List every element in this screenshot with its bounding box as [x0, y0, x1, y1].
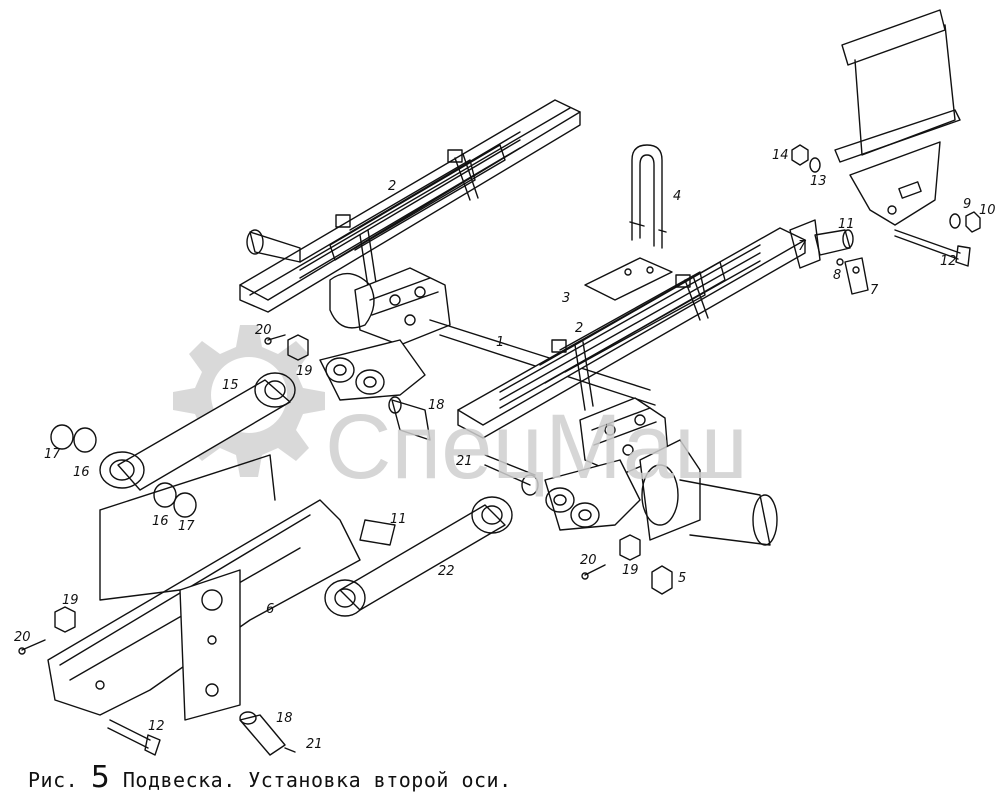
callout-19-right: 19: [622, 563, 639, 578]
callout-11-upper: 11: [838, 217, 855, 232]
leaf-spring-right: [457, 219, 821, 439]
watermark-text: СпецМаш: [325, 396, 748, 498]
callout-20-upper: 20: [255, 323, 272, 338]
callout-10: 10: [979, 203, 996, 218]
callout-19-upper: 19: [296, 364, 313, 379]
spring-seat-left: [329, 267, 451, 346]
caption-text: Подвеска. Установка второй оси.: [122, 768, 512, 792]
callout-9: 9: [963, 197, 971, 212]
pin-18-lower: [239, 711, 286, 756]
bushing-16-lower: [153, 482, 177, 508]
nut-19-upper: [287, 334, 309, 361]
spring-pad: [584, 257, 673, 301]
callout-7-upper: 7: [798, 239, 807, 254]
callout-21-right: 21: [456, 454, 473, 469]
u-bolt: [629, 144, 667, 249]
nut-10: [949, 211, 981, 233]
bolt-12-lower: [107, 719, 161, 756]
cotter-20-upper: [264, 334, 286, 345]
callout-2-left: 2: [388, 179, 396, 194]
nut-19-left: [54, 606, 76, 633]
figure-caption: Рис. 5 Подвеска. Установка второй оси.: [28, 760, 512, 795]
bushing-17-lower: [173, 492, 197, 518]
bracket-6: [47, 454, 361, 721]
callout-17-upper: 17: [44, 447, 61, 462]
callout-12-upper: 12: [940, 254, 957, 269]
bushing-16-upper: [73, 427, 97, 453]
torque-rod-upper: [99, 372, 296, 491]
callout-5: 5: [678, 571, 686, 586]
torque-rod-lower: [324, 496, 513, 617]
caption-figure-number: 5: [90, 760, 111, 795]
callout-13: 13: [810, 174, 827, 189]
callout-21-lower: 21: [306, 737, 323, 752]
nut-14: [791, 144, 821, 173]
trunnion-right: [544, 459, 641, 531]
callout-17-lower: 17: [178, 519, 195, 534]
pin-21-lower: [284, 747, 296, 753]
callouts: 2 2 4 3 1 14 13 9 10 11 7 8 7 12 20 19 1…: [14, 148, 996, 752]
cotter-20-left: [18, 639, 46, 655]
callout-18-lower: 18: [276, 711, 293, 726]
callout-15: 15: [222, 378, 239, 393]
callout-12-lower: 12: [148, 719, 165, 734]
callout-4: 4: [673, 189, 681, 204]
callout-19-left: 19: [62, 593, 79, 608]
bushing-17-upper: [50, 424, 74, 450]
nut-19-right: [619, 534, 641, 561]
callout-2-right: 2: [575, 321, 583, 336]
pin-11-upper: [814, 229, 854, 256]
caption-prefix: Рис.: [28, 768, 79, 792]
axle-hub-right: [639, 439, 778, 546]
callout-20-left: 20: [14, 630, 31, 645]
axle-stub-left: [246, 229, 301, 263]
callout-3: 3: [562, 291, 570, 306]
cotter-20-right: [581, 564, 606, 580]
bolt-12-upper: [894, 229, 971, 267]
callout-22: 22: [438, 564, 455, 579]
callout-6: 6: [266, 602, 274, 617]
plate-7: [844, 257, 869, 295]
callout-1: 1: [496, 335, 504, 350]
callout-7-lower: 7: [870, 283, 879, 298]
nut-5: [651, 565, 673, 595]
bushing-8: [836, 258, 844, 266]
frame-bracket: [834, 9, 961, 226]
pin-18-upper: [388, 396, 431, 441]
callout-14: 14: [772, 148, 789, 163]
callout-8: 8: [833, 268, 841, 283]
callout-20-right: 20: [580, 553, 597, 568]
callout-11-lower: 11: [390, 512, 407, 527]
callout-16-lower: 16: [152, 514, 169, 529]
callout-18-upper: 18: [428, 398, 445, 413]
pin-21-right: [484, 454, 539, 496]
callout-16-upper: 16: [73, 465, 90, 480]
pin-11-lower: [359, 519, 396, 546]
trunnion-left: [319, 339, 426, 401]
